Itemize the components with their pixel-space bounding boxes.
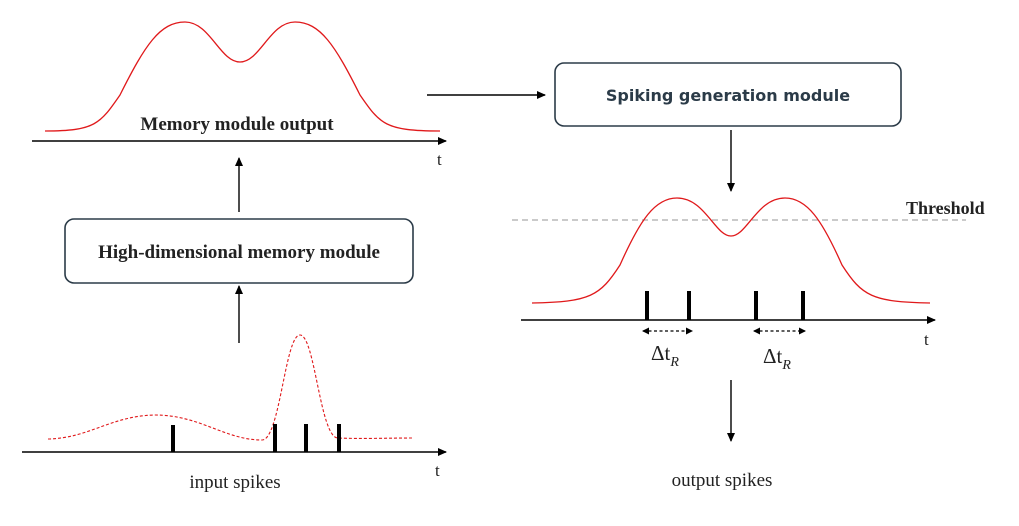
input-spikes-panel: t input spikes (22, 334, 447, 493)
output-spikes-label: output spikes (672, 470, 773, 491)
memory-output-curve (44, 21, 441, 132)
spiking-module-box: Spiking generation module (554, 62, 902, 127)
time-axis-label-right: t (924, 330, 929, 349)
memory-output-label: Memory module output (140, 114, 334, 135)
threshold-label: Threshold (906, 198, 985, 218)
output-panel: Threshold t ΔtR ΔtR (512, 197, 985, 373)
spiking-module-label: Spiking generation module (606, 86, 850, 105)
delta-t-label-2: ΔtR (763, 344, 791, 373)
memory-module-label: High-dimensional memory module (98, 242, 380, 263)
time-axis-label-top: t (437, 150, 442, 169)
delta-t-label-1: ΔtR (651, 341, 679, 370)
memory-output-panel: Memory module output t (32, 21, 447, 169)
spiking-output-curve (531, 197, 931, 304)
time-axis-label-bottom-left: t (435, 461, 440, 480)
input-signal-curve (47, 334, 413, 441)
memory-module-box: High-dimensional memory module (64, 218, 414, 284)
input-spikes-label: input spikes (189, 472, 280, 493)
